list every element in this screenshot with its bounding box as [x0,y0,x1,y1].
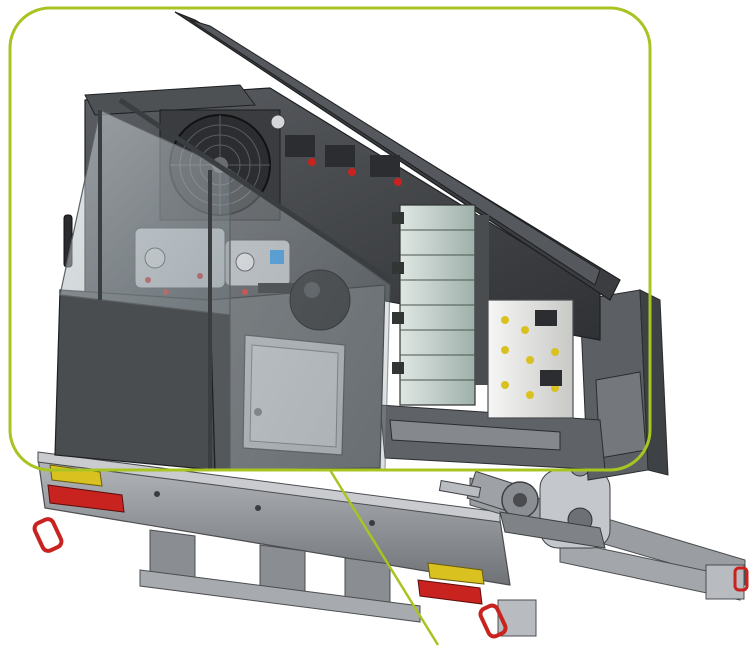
glass-door-panels [59,97,392,471]
tow-hooks [32,517,749,639]
valve-stack [392,204,489,406]
callout-highlight [8,6,652,646]
pivot-mechanism [438,455,611,549]
solenoid-valves [270,114,402,186]
hydraulic-manifold [487,299,574,419]
tail-reflectors-right [417,562,485,605]
chassis-frame [37,451,746,637]
